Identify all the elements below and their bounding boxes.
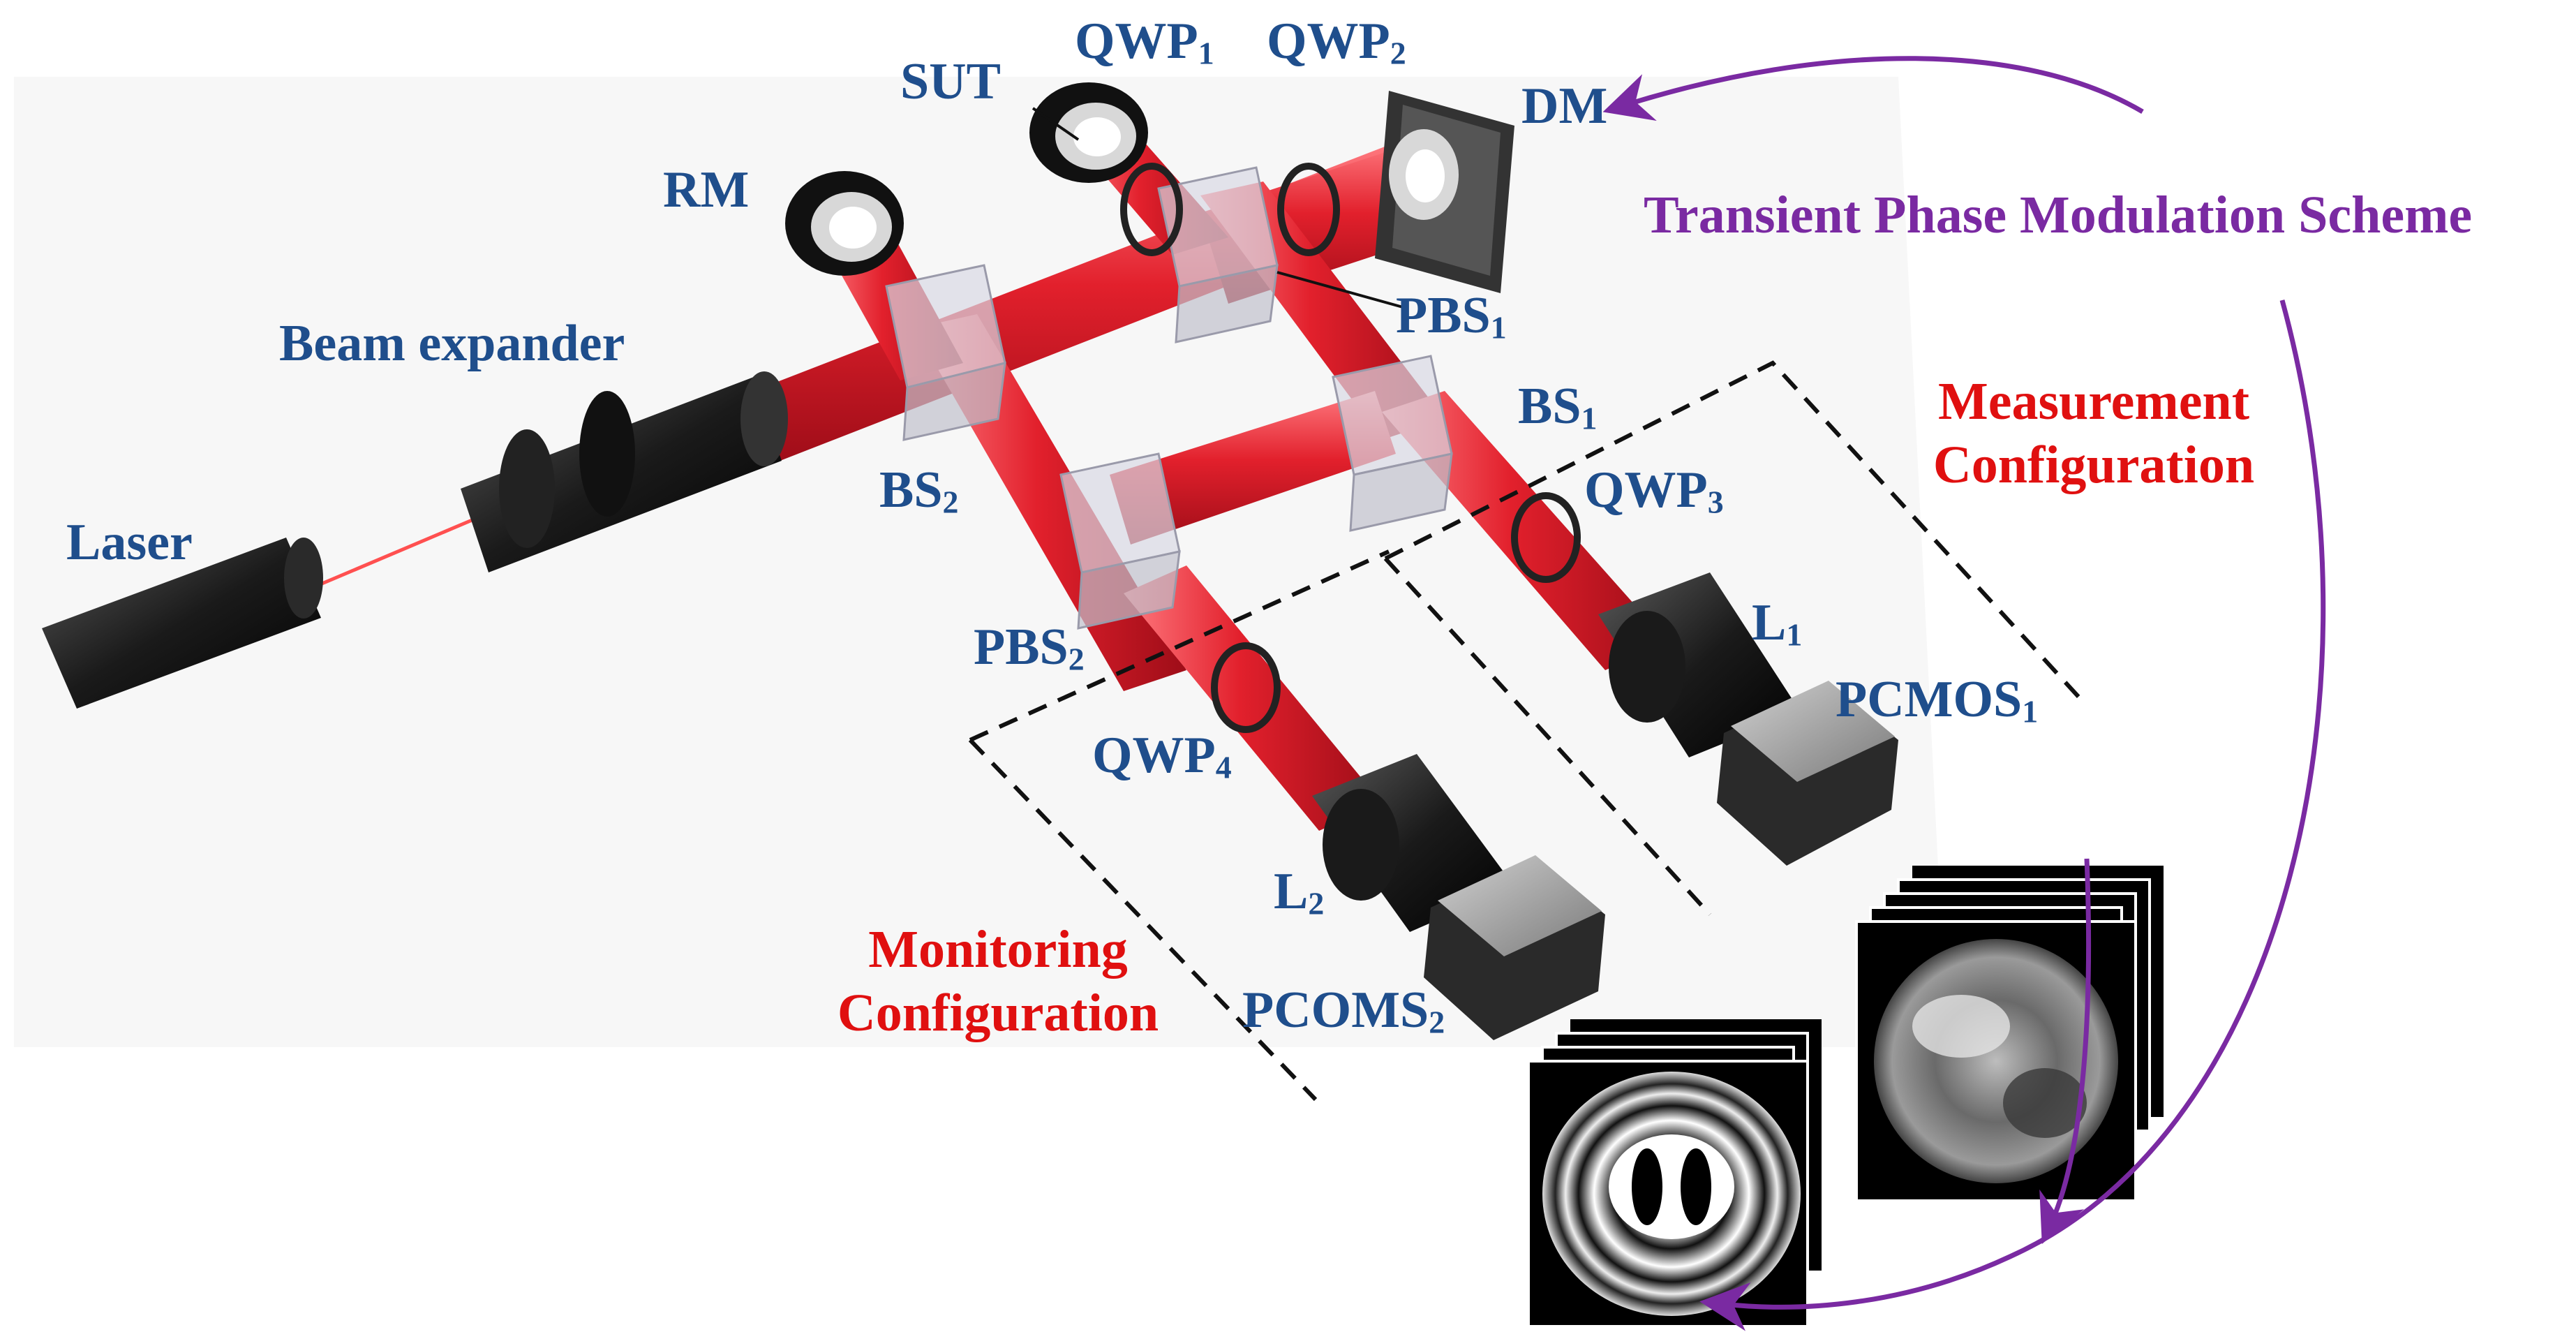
monitoring-dashed-left xyxy=(968,738,1318,1102)
pcmos1-camera xyxy=(1717,681,1898,866)
l1-lens xyxy=(1598,572,1801,757)
l2-lens xyxy=(1312,754,1514,932)
bs2-label: BS2 xyxy=(879,461,959,520)
qwp2-label: QWP2 xyxy=(1267,13,1406,71)
pbs2-cube xyxy=(1059,452,1181,630)
beam-pbs2-l2 xyxy=(1124,565,1382,831)
beam-expander-device xyxy=(461,371,788,572)
qwp2-ring xyxy=(1277,163,1340,256)
laser-beam-thin xyxy=(306,511,489,592)
qwp1-label: QWP1 xyxy=(1075,13,1214,71)
transient-phase-modulation-scheme-label: Transient Phase Modulation Scheme xyxy=(1644,186,2473,244)
qwp4-ring xyxy=(1211,642,1281,733)
qwp1-ring xyxy=(1120,163,1183,256)
l2-label: L2 xyxy=(1274,863,1325,922)
beam-bs1-l1 xyxy=(1382,391,1668,670)
laser-device xyxy=(42,538,323,709)
laser-label: Laser xyxy=(66,514,193,571)
pbs1-label: PBS1 xyxy=(1396,287,1507,346)
bs1-label: BS1 xyxy=(1518,378,1598,436)
measurement-dashed-box xyxy=(1384,360,2082,700)
pbs1-cube xyxy=(1157,166,1279,343)
rm-label: RM xyxy=(663,161,750,219)
pbs1-leader-line xyxy=(1276,271,1404,309)
measurement-image-stack xyxy=(1855,866,2164,1202)
dm-mirror xyxy=(1375,91,1514,293)
monitoring-image-stack xyxy=(1527,1019,1822,1328)
measurement-configuration-label: Measurement Configuration xyxy=(1933,372,2255,495)
scheme-arrow-to-dm xyxy=(1602,56,2144,121)
rm-mirror xyxy=(785,171,904,276)
l1-label: L1 xyxy=(1752,594,1803,653)
pcoms2-label: PCOMS2 xyxy=(1242,982,1445,1040)
bs2-cube xyxy=(885,264,1006,441)
scheme-arrow-branch xyxy=(2039,858,2092,1244)
qwp3-label: QWP3 xyxy=(1584,461,1724,520)
beam-cross xyxy=(1110,391,1396,545)
pcoms2-camera xyxy=(1424,855,1605,1040)
sut-element xyxy=(1029,82,1148,183)
qwp4-label: QWP4 xyxy=(1092,727,1232,785)
bs1-cube xyxy=(1332,355,1453,532)
monitoring-dashed-box xyxy=(969,549,1390,742)
beam-expander-label: Beam expander xyxy=(279,315,625,372)
measurement-dashed-left xyxy=(1383,556,1712,917)
sut-label: SUT xyxy=(900,53,1001,110)
qwp3-ring xyxy=(1511,492,1581,583)
monitoring-configuration-label: Monitoring Configuration xyxy=(837,920,1159,1043)
optical-table xyxy=(14,77,1947,1047)
pcmos1-label: PCMOS1 xyxy=(1836,671,2039,730)
sut-leader-line xyxy=(1032,107,1080,141)
dm-label: DM xyxy=(1521,77,1608,135)
pbs2-label: PBS2 xyxy=(974,619,1085,677)
scheme-arrow-main xyxy=(1699,299,2326,1331)
